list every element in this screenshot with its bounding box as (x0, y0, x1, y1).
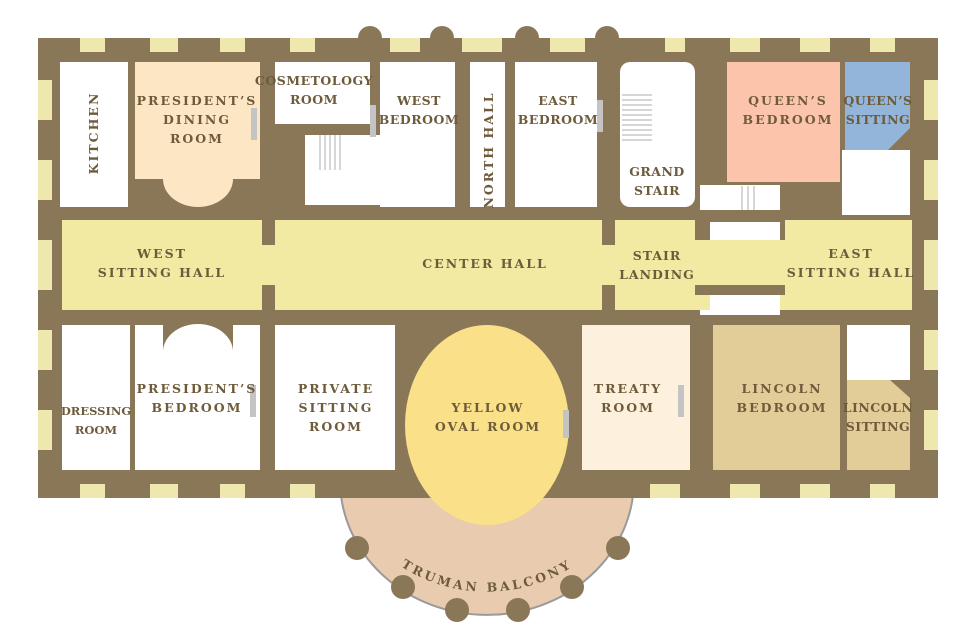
label: PRIVATE (298, 381, 374, 396)
label: SITTING HALL (98, 265, 226, 280)
label: EAST (828, 246, 874, 261)
west-bedroom[interactable] (380, 62, 455, 207)
label: ROOM (170, 131, 224, 146)
lincoln-sitting-room[interactable] (847, 380, 910, 470)
grand-stair[interactable] (620, 62, 695, 207)
label: LINCOLN (843, 400, 914, 415)
east-bedroom[interactable] (515, 62, 597, 207)
label: WEST (396, 93, 441, 108)
lincoln-bedroom[interactable] (713, 325, 840, 470)
label: SITTING (846, 419, 910, 434)
label: STAIR (634, 183, 680, 198)
label: ROOM (309, 419, 363, 434)
label: EAST (538, 93, 578, 108)
label: PRESIDENT’S (137, 93, 258, 108)
label: ROOM (75, 423, 118, 437)
label: YELLOW (451, 400, 525, 415)
kitchen-label: KITCHEN (86, 92, 101, 175)
label: TREATY (594, 381, 662, 396)
label: WEST (136, 246, 187, 261)
label: OVAL ROOM (435, 419, 541, 434)
label: BEDROOM (518, 112, 598, 127)
label: ROOM (290, 92, 338, 107)
doors (250, 100, 684, 438)
label: QUEEN’S (748, 93, 828, 108)
label: LANDING (619, 267, 695, 282)
dressing-room[interactable] (62, 325, 130, 470)
treaty-room[interactable] (582, 325, 690, 470)
queens-sitting-room[interactable] (845, 62, 910, 150)
north-hall[interactable] (470, 62, 505, 207)
label: CENTER HALL (422, 256, 548, 271)
label: ROOM (601, 400, 655, 415)
label: BEDROOM (152, 400, 243, 415)
label: BEDROOM (737, 400, 828, 415)
label: DRESSING (61, 404, 131, 418)
queens-bedroom[interactable] (727, 62, 840, 182)
label: QUEEN’S (843, 93, 912, 108)
presidents-bedroom[interactable] (135, 324, 260, 470)
label: SITTING HALL (787, 265, 915, 280)
label: BEDROOM (379, 112, 459, 127)
balcony-columns (345, 536, 630, 622)
label: PRESIDENT’S (137, 381, 258, 396)
yellow-oval-room[interactable] (405, 325, 569, 525)
label: BEDROOM (743, 112, 834, 127)
label: COSMETOLOGY (255, 73, 374, 88)
label: NORTH HALL (481, 91, 496, 208)
label: GRAND (629, 164, 685, 179)
label: DINING (163, 112, 231, 127)
private-sitting-room[interactable] (275, 325, 395, 470)
label: STAIR (633, 248, 682, 263)
label: SITTING (846, 112, 910, 127)
kitchen[interactable] (60, 62, 128, 207)
presidents-dining-room[interactable] (135, 62, 260, 207)
label: SITTING (299, 400, 374, 415)
label: LINCOLN (741, 381, 822, 396)
